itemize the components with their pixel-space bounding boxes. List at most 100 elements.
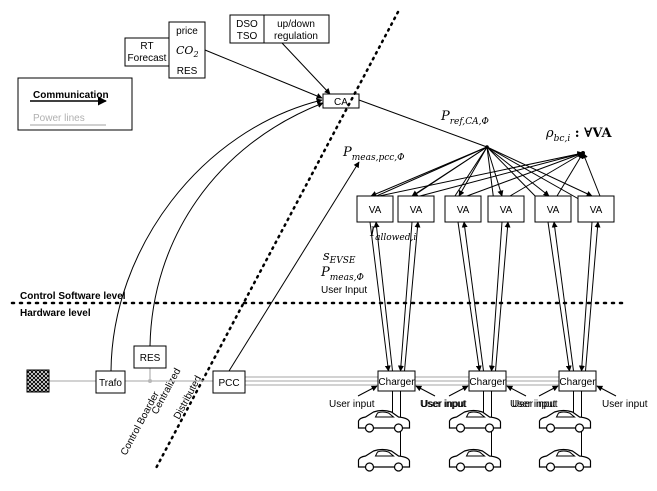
power-lines <box>49 368 559 386</box>
va-box: VA <box>487 195 525 223</box>
va-to-hub-line <box>486 146 585 203</box>
res-label: RES <box>140 353 161 364</box>
va-box: VA <box>534 195 572 223</box>
trafo-box: Trafo <box>95 370 126 394</box>
ca-to-va-arrow <box>486 146 593 197</box>
forecast-label: Forecast <box>128 53 167 64</box>
va-to-charger-arrow <box>488 221 503 372</box>
ca-to-hub-line <box>358 99 488 148</box>
va-to-hub-line <box>403 146 488 203</box>
user-input-label: User input <box>420 399 466 410</box>
va-label: VA <box>547 205 560 216</box>
communication-links <box>362 146 601 372</box>
va-label: VA <box>500 205 513 216</box>
user-input-label: User input <box>421 399 467 410</box>
pcc-label: PCC <box>218 378 239 389</box>
charger-label: Charger <box>469 377 506 388</box>
electric-car-icon <box>357 448 411 472</box>
charger-to-va-arrow <box>461 221 484 372</box>
rt-label: RT <box>140 41 153 52</box>
va-to-hub-line <box>450 146 488 203</box>
user-input-arrow <box>538 385 559 397</box>
user-input-arrow <box>506 385 527 397</box>
electric-car-icon <box>538 409 592 433</box>
pcc-box: PCC <box>212 370 246 394</box>
va-box: VA <box>356 195 394 223</box>
va-box: VA <box>397 195 435 223</box>
res-forecast-label: RES <box>177 66 198 77</box>
va-to-rho-arrow <box>378 151 584 197</box>
rt-forecast-box: RT Forecast <box>124 37 170 67</box>
p-ref-ca-label: Pref,CA,Φ <box>440 109 489 127</box>
charger-box: Charger <box>558 370 597 392</box>
va-to-charger-arrow <box>397 221 413 372</box>
va-to-hub-line <box>486 146 495 203</box>
res-to-ca-curve <box>149 102 324 347</box>
user-input-label: User input <box>512 399 558 410</box>
va-boxes: VA VA VA VA VA VA <box>356 195 615 223</box>
va-to-hub-line <box>486 146 542 203</box>
grid-connection-icon <box>26 369 50 393</box>
va-to-charger-arrow <box>457 221 482 372</box>
pcc-to-ca-arrow <box>228 161 360 372</box>
user-input-arrow <box>415 385 436 397</box>
charger-label: Charger <box>378 377 415 388</box>
price-label: price <box>176 26 198 37</box>
trafo-to-ca-curve <box>110 98 323 372</box>
legend: Communication Power lines <box>17 77 133 131</box>
user-input-label: User input <box>510 399 556 410</box>
charger-to-va-arrow <box>404 221 421 372</box>
trafo-label: Trafo <box>99 378 122 389</box>
user-input-arrow <box>448 385 469 397</box>
va-to-charger-arrow <box>578 221 593 372</box>
va-to-rho-arrow <box>466 152 584 197</box>
regulation-label: regulation <box>274 31 318 42</box>
control-boundary-line <box>153 10 400 472</box>
electric-car-icon <box>448 448 502 472</box>
va-to-charger-arrow <box>369 221 391 372</box>
user-input-label: User input <box>329 399 375 410</box>
user-input-arrow <box>357 385 378 397</box>
legend-power-lines-label: Power lines <box>33 113 85 124</box>
va-label: VA <box>457 205 470 216</box>
user-input-left-label: User Input <box>321 285 367 296</box>
updown-label: up/down <box>277 19 315 30</box>
user-input-label: User input <box>602 399 648 410</box>
co2-label: CO2 <box>176 44 199 59</box>
rho-bc-label: ρbc,i : ∀VA <box>545 126 612 144</box>
dso-tso-box: DSO TSO <box>229 14 265 44</box>
charger-box: Charger <box>377 370 416 392</box>
i-allowed-label: Iallowed,i <box>369 225 416 243</box>
regulation-to-ca-arrow <box>281 42 331 95</box>
ca-to-va-arrow <box>458 146 488 197</box>
dso-label: DSO <box>236 19 258 30</box>
charger-box: Charger <box>468 370 507 392</box>
charger-to-va-arrow <box>373 221 393 372</box>
legend-communication-label: Communication <box>33 90 109 101</box>
ca-to-va-arrow <box>486 146 550 197</box>
forecast-to-ca-arrow <box>204 49 323 99</box>
ca-box: CA <box>322 93 360 109</box>
ca-label: CA <box>334 97 348 108</box>
va-box: VA <box>577 195 615 223</box>
res-box: RES <box>133 345 167 369</box>
hardware-level-label: Hardware level <box>20 308 91 319</box>
va-to-charger-arrow <box>547 221 572 372</box>
va-box: VA <box>444 195 482 223</box>
p-meas-pcc-label: Pmeas,pcc,Φ <box>342 145 405 163</box>
res-junction <box>148 379 152 383</box>
va-to-rho-arrow <box>419 151 584 197</box>
software-level-label: Control Software level <box>20 291 126 302</box>
electric-car-icon <box>538 448 592 472</box>
charger-to-va-arrow <box>495 221 511 372</box>
electric-car-icon <box>357 409 411 433</box>
electric-car-icon <box>448 409 502 433</box>
va-label: VA <box>369 205 382 216</box>
va-label: VA <box>590 205 603 216</box>
p-meas-label: Pmeas,Φ <box>320 265 364 283</box>
va-to-rho-arrow <box>582 152 601 197</box>
va-label: VA <box>410 205 423 216</box>
charger-to-va-arrow <box>585 221 601 372</box>
